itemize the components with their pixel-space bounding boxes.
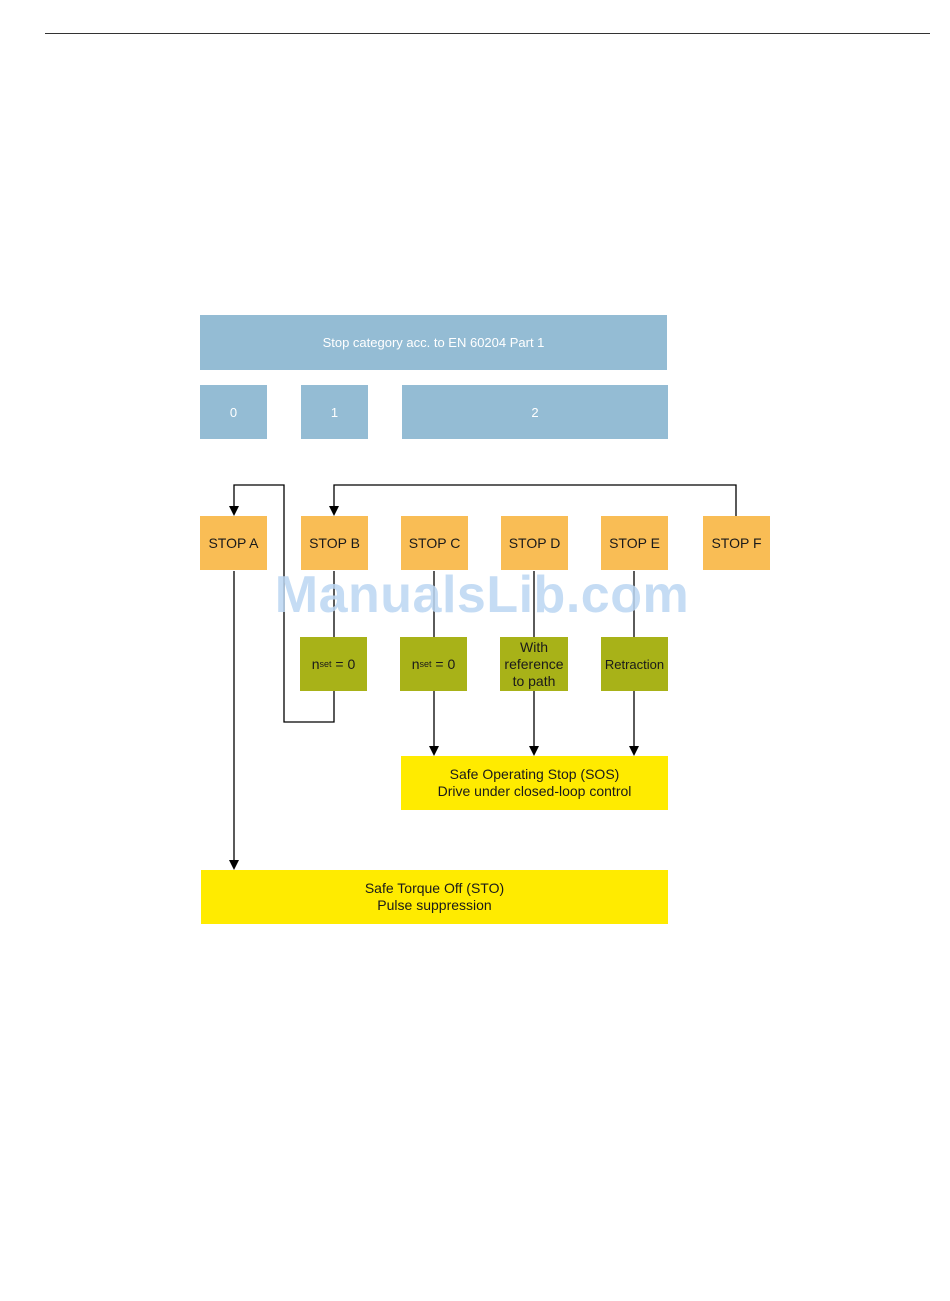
sos-box: Safe Operating Stop (SOS) Drive under cl… bbox=[401, 756, 668, 810]
category-2: 2 bbox=[402, 385, 668, 439]
stop-category-header: Stop category acc. to EN 60204 Part 1 bbox=[200, 315, 667, 370]
action-e-retraction: Retraction bbox=[601, 637, 668, 691]
action-c-symbol: n bbox=[412, 656, 420, 673]
stop-c-box: STOP C bbox=[401, 516, 468, 570]
sos-title: Safe Operating Stop (SOS) bbox=[450, 766, 620, 783]
sto-subtitle: Pulse suppression bbox=[377, 897, 491, 914]
category-1: 1 bbox=[301, 385, 368, 439]
action-c-subscript: set bbox=[420, 656, 432, 673]
sto-box: Safe Torque Off (STO) Pulse suppression bbox=[201, 870, 668, 924]
action-b-subscript: set bbox=[320, 656, 332, 673]
stop-e-box: STOP E bbox=[601, 516, 668, 570]
action-b-rest: = 0 bbox=[332, 656, 356, 673]
sos-subtitle: Drive under closed-loop control bbox=[438, 783, 632, 800]
action-c-rest: = 0 bbox=[432, 656, 456, 673]
category-0: 0 bbox=[200, 385, 267, 439]
stop-a-box: STOP A bbox=[200, 516, 267, 570]
action-b-symbol: n bbox=[312, 656, 320, 673]
stop-f-box: STOP F bbox=[703, 516, 770, 570]
sto-title: Safe Torque Off (STO) bbox=[365, 880, 504, 897]
action-d-reference-to-path: With reference to path bbox=[500, 637, 568, 691]
connector-stop-f-to-stop-b bbox=[334, 485, 736, 516]
stop-b-box: STOP B bbox=[301, 516, 368, 570]
stop-d-box: STOP D bbox=[501, 516, 568, 570]
